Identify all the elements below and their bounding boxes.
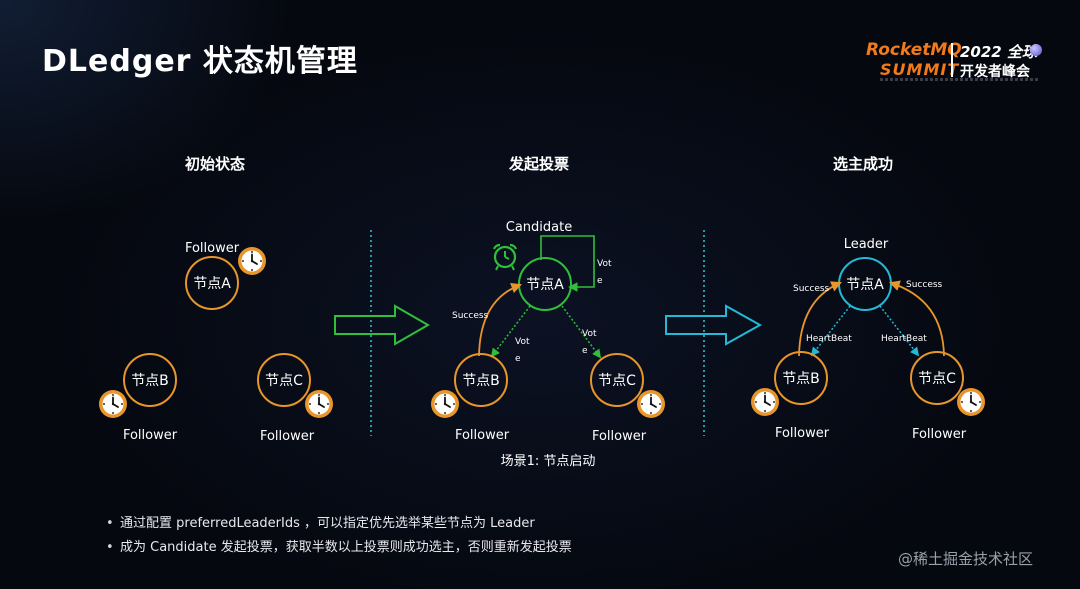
phase-title-vote: 发起投票 <box>508 155 569 173</box>
node-b-1 <box>123 353 177 407</box>
arrow-right-icon <box>334 304 431 346</box>
watermark: @稀土掘金技术社区 <box>898 550 1034 568</box>
slide-title: DLedger 状态机管理 <box>42 44 358 79</box>
success-arrow-b-to-a-3 <box>798 281 842 357</box>
bullet-text: 成为 Candidate 发起投票，获取半数以上投票则成功选主，否则重新发起投票 <box>120 540 572 555</box>
success-arrow-b-to-a <box>478 282 523 357</box>
node-b-2-label: 节点B <box>462 373 500 389</box>
node-c-2 <box>590 353 644 407</box>
node-b-3 <box>774 351 828 405</box>
bullet-text: 通过配置 preferredLeaderIds ，可以指定优先选举某些节点为 L… <box>120 516 535 531</box>
clock-icon <box>430 389 460 419</box>
logo-divider <box>951 43 953 77</box>
vote-label-self-2: e <box>597 276 603 286</box>
vote-label-c-1: Vot <box>582 329 597 339</box>
node-c-1 <box>257 353 311 407</box>
vote-label-b-2: e <box>515 354 521 364</box>
label-follower-c1: Follower <box>260 429 315 444</box>
label-candidate: Candidate <box>506 220 572 235</box>
logo-year: 2022 全球 <box>960 43 1037 61</box>
label-leader: Leader <box>844 237 889 252</box>
vote-arrow-to-c <box>561 305 602 359</box>
bullet-item: • 成为 Candidate 发起投票，获取半数以上投票则成功选主，否则重新发起投… <box>106 536 572 560</box>
bullet-dot: • <box>106 540 114 555</box>
heartbeat-label-c: HeartBeat <box>881 334 927 344</box>
phase-title-initial: 初始状态 <box>185 155 245 173</box>
vote-label-c-2: e <box>582 346 588 356</box>
node-b-1-label: 节点B <box>131 373 169 389</box>
logo-summit: SUMMIT <box>880 60 960 79</box>
label-follower-b2: Follower <box>455 428 510 443</box>
node-a-1 <box>185 256 239 310</box>
node-a-1-label: 节点A <box>193 276 231 292</box>
bullet-item: • 通过配置 preferredLeaderIds ，可以指定优先选举某些节点为 … <box>106 512 572 536</box>
logo-conference: 开发者峰会 <box>960 64 1030 80</box>
node-b-3-label: 节点B <box>782 371 820 387</box>
arrow-right-icon <box>665 304 763 346</box>
label-follower-c3: Follower <box>912 427 967 442</box>
vote-label-self-1: Vot <box>597 259 612 269</box>
node-c-3 <box>910 351 964 405</box>
success-label-3c: Success <box>906 280 943 290</box>
heartbeat-arrow-to-c <box>879 305 920 357</box>
success-arrow-c-to-a-3 <box>888 280 945 357</box>
node-b-2 <box>454 353 508 407</box>
label-follower-c2: Follower <box>592 429 647 444</box>
clock-icon <box>750 387 780 417</box>
clock-icon <box>636 389 666 419</box>
clock-icon <box>237 246 267 276</box>
vote-label-b-1: Vot <box>515 337 530 347</box>
self-vote-loop <box>540 235 595 292</box>
label-follower-a1: Follower <box>185 241 240 256</box>
node-a-3-label: 节点A <box>846 277 884 293</box>
alarm-clock-icon <box>492 243 518 271</box>
logo-brand: RocketMQ <box>866 40 962 60</box>
vote-arrow-to-b <box>490 305 531 358</box>
clock-icon <box>956 387 986 417</box>
heartbeat-label-b: HeartBeat <box>806 334 852 344</box>
success-label-2: Success <box>452 311 489 321</box>
node-c-1-label: 节点C <box>265 373 303 389</box>
clock-icon <box>304 389 334 419</box>
planet-icon <box>1030 44 1042 56</box>
rocketmq-summit-logo: RocketMQ SUMMIT 2022 全球 开发者峰会 <box>866 40 1056 88</box>
label-follower-b1: Follower <box>123 428 178 443</box>
scenario-caption: 场景1: 节点启动 <box>501 454 596 469</box>
phase-title-elected: 选主成功 <box>833 155 893 173</box>
bullet-list: • 通过配置 preferredLeaderIds ，可以指定优先选举某些节点为 … <box>106 512 572 560</box>
node-c-3-label: 节点C <box>918 371 956 387</box>
label-follower-b3: Follower <box>775 426 830 441</box>
logo-subtitle-strip <box>880 78 1040 81</box>
node-a-2-label: 节点A <box>526 277 564 293</box>
heartbeat-arrow-to-b <box>810 305 851 357</box>
node-c-2-label: 节点C <box>598 373 636 389</box>
bullet-dot: • <box>106 516 114 531</box>
success-label-3b: Success <box>793 284 830 294</box>
clock-icon <box>98 389 128 419</box>
